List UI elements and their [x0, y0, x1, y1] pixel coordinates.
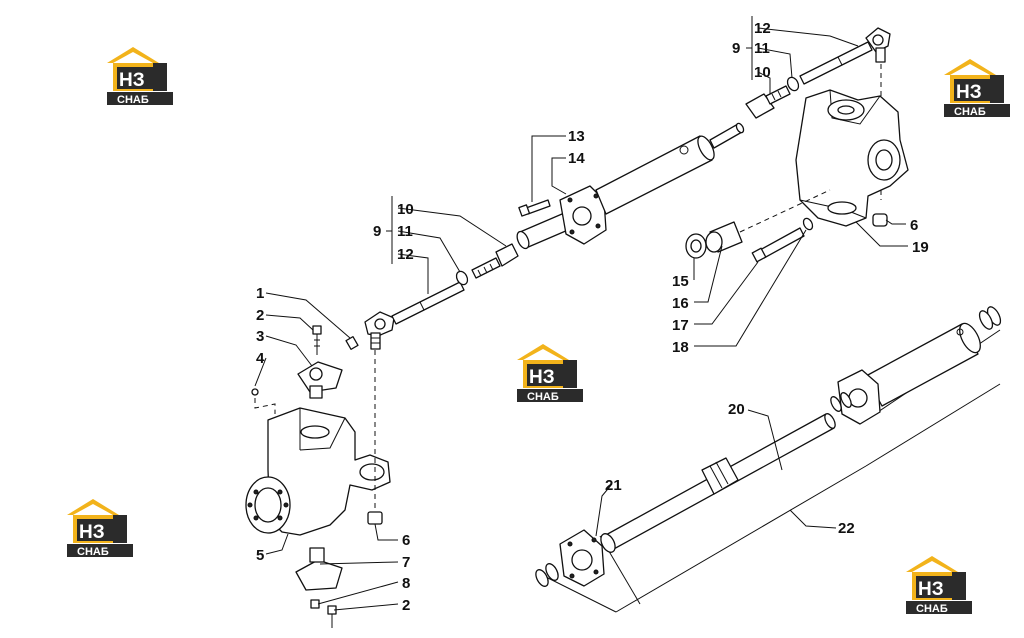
callout-17: 17: [672, 317, 689, 334]
lower-cylinder-assembly: [535, 306, 1002, 613]
brand-logo-bottom-left: НЗ СНАБ: [67, 499, 133, 558]
svg-text:НЗ: НЗ: [79, 522, 105, 543]
callout-5: 5: [256, 547, 264, 564]
callout-14: 14: [568, 150, 585, 167]
svg-text:СНАБ: СНАБ: [527, 391, 559, 403]
callout-12-right: 12: [754, 20, 771, 37]
callout-2-bottom: 2: [402, 597, 410, 614]
brand-logo-bottom-right: НЗ СНАБ: [906, 556, 972, 615]
svg-text:НЗ: НЗ: [529, 367, 555, 388]
callout-2: 2: [256, 307, 264, 324]
svg-text:СНАБ: СНАБ: [954, 106, 986, 118]
callout-21: 21: [605, 477, 622, 494]
callout-11-left: 11: [397, 223, 413, 240]
callout-6-left: 6: [402, 532, 410, 549]
callout-6-right: 6: [910, 217, 918, 234]
right-tie-rod: [745, 27, 891, 200]
svg-text:СНАБ: СНАБ: [77, 546, 109, 558]
left-knuckle-assembly: [245, 325, 391, 628]
svg-text:НЗ: НЗ: [956, 82, 982, 103]
leader-lines: [254, 16, 908, 611]
left-tie-rod: [364, 243, 519, 350]
callout-12-left: 12: [397, 246, 414, 263]
callout-18: 18: [672, 339, 689, 356]
callout-8: 8: [402, 575, 410, 592]
callout-7: 7: [402, 554, 410, 571]
callout-19: 19: [912, 239, 929, 256]
callout-9-left: 9: [373, 223, 381, 240]
svg-text:СНАБ: СНАБ: [117, 94, 149, 106]
right-knuckle-assembly: [685, 89, 909, 263]
svg-text:СНАБ: СНАБ: [916, 603, 948, 615]
brand-logo-center: НЗ СНАБ: [517, 344, 583, 403]
callout-13: 13: [568, 128, 585, 145]
brand-logo-top-left: НЗ СНАБ: [107, 47, 173, 106]
brand-logo-top-right: НЗ СНАБ: [944, 59, 1010, 118]
callout-15: 15: [672, 273, 689, 290]
callout-3: 3: [256, 328, 264, 345]
callout-10-left: 10: [397, 201, 414, 218]
callout-22: 22: [838, 520, 855, 537]
callout-9-right: 9: [732, 40, 740, 57]
svg-text:НЗ: НЗ: [918, 579, 944, 600]
callout-16: 16: [672, 295, 689, 312]
callout-11-right: 11: [754, 40, 770, 57]
callout-1: 1: [256, 285, 264, 302]
svg-text:НЗ: НЗ: [119, 70, 145, 91]
upper-axle-tube: [516, 122, 745, 250]
callout-10-right: 10: [754, 64, 771, 81]
callout-4: 4: [256, 350, 265, 367]
callout-labels: 1 2 3 4 5 6 7 8 2 9 10 11 12 13 14 9 12 …: [256, 20, 929, 614]
callout-20: 20: [728, 401, 745, 418]
